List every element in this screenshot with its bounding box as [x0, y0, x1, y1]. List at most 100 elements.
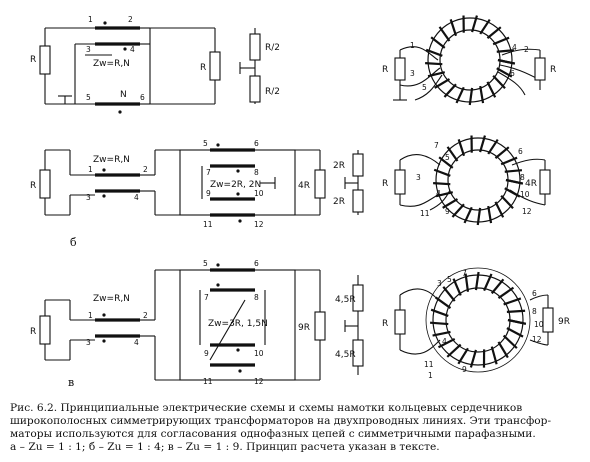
winding-turn: [476, 207, 482, 226]
winding-turn: [506, 327, 524, 338]
winding-turn: [429, 321, 449, 326]
pin-label: 4: [130, 45, 135, 54]
toroid-winding-a: R R 1 3 5 4 2 6: [382, 15, 556, 106]
winding-turn: [437, 337, 456, 349]
figure-caption: Рис. 6.2. Принципиальные электрические с…: [10, 402, 584, 454]
schematic-b: R Zw=R,N 1 2 3 4 5 6 7 8: [30, 139, 364, 249]
toroid-r-left: R: [382, 319, 388, 329]
resistor-load-b: [314, 169, 326, 199]
panel-letter: в: [68, 376, 74, 389]
winding-turn: [487, 138, 499, 155]
winding-turns-label: N: [120, 90, 127, 100]
pin-label: 7: [206, 168, 211, 177]
winding-turn: [479, 85, 485, 104]
pin-label: 10: [520, 190, 530, 199]
pin-label: 12: [254, 220, 264, 229]
winding-turn: [503, 297, 522, 306]
pin-label: 3: [416, 173, 421, 182]
pin-label: 9: [445, 207, 450, 216]
winding-turn: [435, 191, 454, 198]
pin-label: 6: [254, 139, 259, 148]
pin-label: 9: [462, 365, 467, 374]
winding-turn: [468, 87, 474, 106]
pin-label: 11: [424, 360, 434, 369]
winding-turn: [438, 26, 451, 42]
pin-label: 1: [88, 15, 93, 24]
resistor-2r-top: [352, 153, 364, 177]
resistor-source-b: [39, 169, 51, 199]
pin-label: 6: [510, 69, 515, 78]
pin-label: 9: [206, 189, 211, 198]
resistor-load-c-toroid: [542, 307, 554, 333]
resistor-2r-bottom: [352, 189, 364, 213]
winding-turn: [471, 15, 478, 33]
toroid-r-left: R: [382, 179, 388, 189]
winding-turn: [502, 334, 518, 349]
winding-turn: [438, 156, 454, 169]
resistor-half-top: [249, 33, 261, 61]
winding-turn: [425, 48, 443, 57]
resistor-source-a: [39, 45, 51, 75]
winding-turn: [435, 296, 452, 309]
toroid-r-right: R: [550, 65, 556, 75]
pin-label: 8: [532, 307, 537, 316]
winding-turn: [463, 206, 473, 224]
pin-label: 2: [524, 45, 529, 54]
pin-label: 1: [410, 41, 415, 50]
pin-label: 12: [254, 377, 264, 386]
pin-label: 3: [86, 45, 91, 54]
winding-turn: [452, 278, 462, 296]
transformer-diagrams: R 1 2 3 4 5 6 Zw=R,N N R: [30, 15, 570, 389]
winding-turn: [479, 135, 486, 153]
winding-turn: [486, 26, 502, 39]
resistor-label: R: [30, 55, 36, 65]
pin-label: 6: [254, 259, 259, 268]
resistor-45r-top: [352, 284, 364, 312]
pin-label: 9: [204, 349, 209, 358]
load-label: 4,5R: [335, 295, 356, 305]
winding-turn: [494, 146, 510, 159]
resistor-half-bottom: [249, 75, 261, 103]
resistor-load-a: [209, 51, 221, 81]
winding-turn: [497, 341, 509, 359]
winding-turn: [483, 273, 493, 292]
winding-turn: [496, 67, 513, 78]
winding-turn: [496, 49, 515, 53]
resistor-load-b-toroid: [539, 169, 551, 195]
load-label: R: [200, 63, 206, 73]
pin-label: 3: [437, 279, 442, 288]
caption-line: маторы используются для согласования одн…: [10, 428, 536, 440]
schematic-c: R Zw=R,N 1 2 3 4 5 6 7 8: [30, 259, 364, 389]
pin-label: 10: [254, 349, 264, 358]
pin-label: 4: [134, 193, 139, 202]
pin-label: 5: [445, 153, 450, 162]
pin-label: 3: [86, 193, 91, 202]
pin-label: 5: [203, 139, 208, 148]
pin-label: 2: [143, 311, 148, 320]
winding-turn: [451, 203, 465, 218]
pin-label: 4: [436, 189, 441, 198]
toroid-winding-b: R 4R 7 5 6 3 8 4 10 11 9 12: [382, 135, 551, 226]
pin-label: 3: [86, 338, 91, 347]
winding-turn: [449, 19, 458, 37]
winding-turn: [487, 205, 493, 224]
pin-label: 4: [134, 338, 139, 347]
resistor-label: R: [30, 181, 36, 191]
toroid-r-right: 9R: [558, 317, 570, 327]
schematic-a: R 1 2 3 4 5 6 Zw=R,N N R: [30, 15, 280, 114]
resistor-45r-bottom: [352, 339, 364, 367]
winding-turn: [457, 139, 466, 157]
pin-label: 10: [534, 320, 544, 329]
half-load-label: R/2: [265, 87, 280, 97]
winding-turn: [442, 198, 459, 209]
resistor-source-c: [39, 315, 51, 345]
winding-turn: [494, 201, 505, 218]
pin-label: 4: [442, 337, 447, 346]
caption-line: а – Zu = 1 : 1; б – Zu = 1 : 4; в – Zu =…: [10, 441, 440, 453]
toroid-r-left: R: [382, 65, 388, 75]
pin-label: 2: [128, 15, 133, 24]
pin-label: 7: [434, 141, 439, 150]
winding-turn: [464, 273, 470, 292]
resistor-load-a-toroid: [534, 57, 546, 81]
winding-turn: [479, 18, 491, 35]
